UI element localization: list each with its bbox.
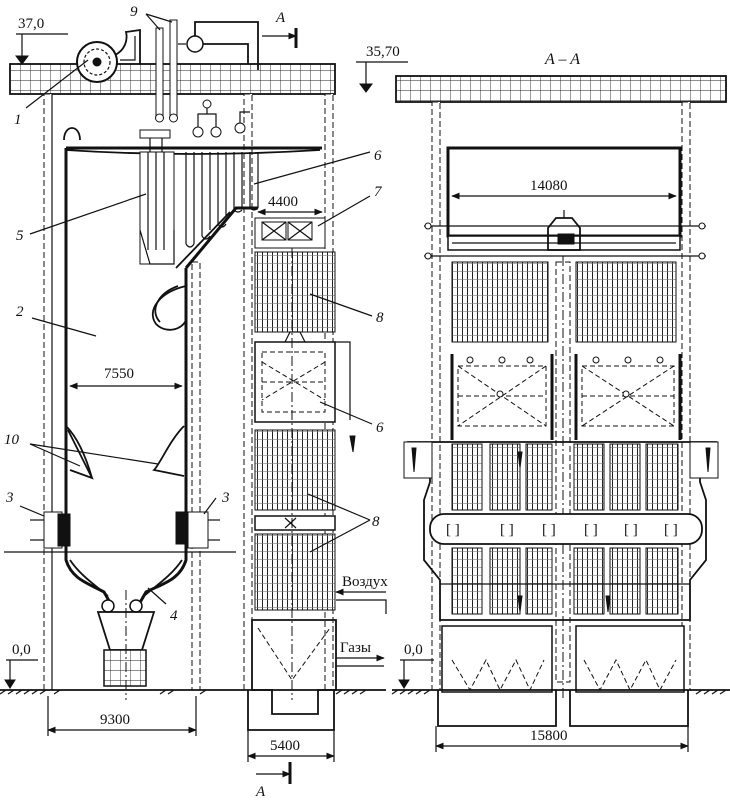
- callout-1: 1: [14, 112, 22, 128]
- drum: [76, 28, 141, 83]
- ash-hoppers: [437, 625, 689, 727]
- callout-9: 9: [130, 4, 138, 20]
- tube-bank-upper-left: [451, 261, 549, 343]
- column-right-b: [681, 101, 691, 691]
- callout-3-right: 3: [221, 490, 230, 506]
- flow-arrows: Воздух Газы: [335, 574, 388, 667]
- dim-label-14080: 14080: [530, 178, 568, 194]
- svg-text:[ ]: [ ]: [624, 522, 638, 538]
- pipes-9: [155, 19, 259, 123]
- dim-label-9300: 9300: [100, 712, 130, 728]
- hanger-loop: [63, 127, 81, 141]
- dim-15800: 15800: [435, 726, 689, 752]
- dim-label-15800: 15800: [530, 728, 568, 744]
- dim-label-4400: 4400: [268, 194, 298, 210]
- callout-6-mid: 6: [376, 420, 384, 436]
- superheater-5: [139, 129, 175, 265]
- callout-10: 10: [4, 432, 20, 448]
- callouts-left: 1 2 3 3 4 5 6 7 8 6 8 9: [4, 4, 384, 624]
- elevation-label-top-right: 35,70: [366, 44, 400, 60]
- dim-5400: 5400: [247, 730, 335, 762]
- tube-bank-upper-right: [575, 261, 677, 343]
- section-marker-top: A: [262, 10, 298, 48]
- elevation-label-ground-left: 0,0: [12, 642, 31, 658]
- callout-8-top: 8: [376, 310, 384, 326]
- ground-right: 0,0: [391, 642, 730, 695]
- svg-text:[ ]: [ ]: [500, 522, 514, 538]
- svg-text:[ ]: [ ]: [542, 522, 556, 538]
- gas-label: Газы: [340, 640, 371, 656]
- dim-label-5400: 5400: [270, 738, 300, 754]
- dim-9300: 9300: [47, 696, 197, 736]
- callout-3-left: 3: [5, 490, 14, 506]
- svg-text:[ ]: [ ]: [446, 522, 460, 538]
- callout-8-bottom: 8: [372, 514, 380, 530]
- dim-label-7550: 7550: [104, 366, 134, 382]
- upper-casing: [446, 146, 682, 238]
- elevation-mark-top-right: 35,70: [356, 44, 408, 93]
- dim-4400: 4400: [257, 194, 323, 216]
- air-label: Воздух: [342, 574, 388, 590]
- dim-7550: 7550: [69, 366, 183, 390]
- right-view: A – A 35,70 14080: [356, 44, 730, 752]
- elevation-label-ground-right: 0,0: [404, 642, 423, 658]
- elevation-label-top-left: 37,0: [18, 16, 44, 32]
- callout-6-top: 6: [374, 148, 382, 164]
- convective-shaft: [251, 217, 356, 715]
- superheater-6-top: [185, 99, 259, 248]
- header-right: [424, 210, 706, 260]
- lower-casing: [ ] [ ] [ ] [ ] [ ] [ ]: [403, 441, 719, 621]
- column-right-a: [431, 101, 441, 691]
- callout-2: 2: [16, 304, 24, 320]
- callout-5: 5: [16, 228, 24, 244]
- roof-platform-right: [395, 75, 727, 103]
- svg-text:[ ]: [ ]: [664, 522, 678, 538]
- section-marker-label-bottom: A: [255, 784, 266, 800]
- superheater-right: [450, 354, 682, 440]
- elevation-mark-top-left: 37,0: [15, 16, 68, 65]
- section-title: A – A: [544, 51, 580, 68]
- section-marker-label-top: A: [275, 10, 286, 26]
- callout-4: 4: [170, 608, 178, 624]
- svg-text:[ ]: [ ]: [584, 522, 598, 538]
- left-view: 37,0 A: [0, 4, 388, 800]
- dim-14080: 14080: [451, 178, 677, 200]
- section-marker-bottom: A: [255, 762, 292, 800]
- ground-left: 0,0: [0, 642, 386, 731]
- callout-7: 7: [374, 184, 383, 200]
